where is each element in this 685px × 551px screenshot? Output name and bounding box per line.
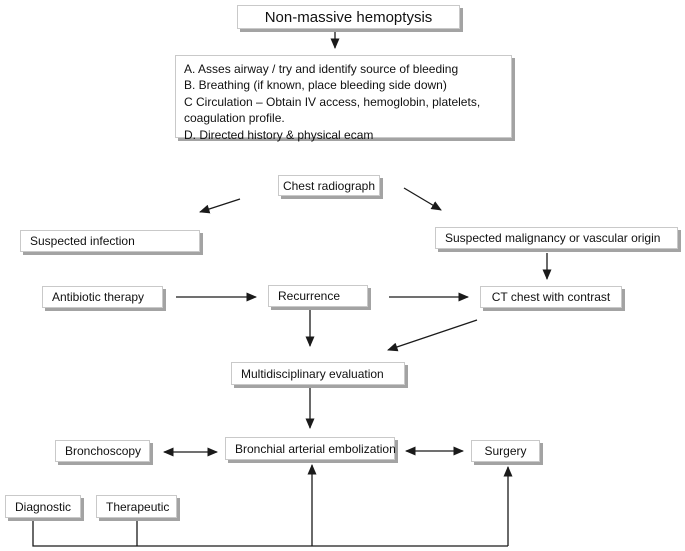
arrow-ct-to-multidisciplinary xyxy=(387,319,478,352)
node-initial-assessment: A. Asses airway / try and identify sourc… xyxy=(175,55,512,142)
assessment-line-d: D. Directed history & physical ecam xyxy=(184,127,374,142)
node-surgery: Surgery xyxy=(471,440,540,462)
node-multidisciplinary-evaluation: Multidisciplinary evaluation xyxy=(231,362,405,385)
node-title: Non-massive hemoptysis xyxy=(237,5,460,29)
node-suspected-infection: Suspected infection xyxy=(20,230,200,252)
node-ct-chest: CT chest with contrast xyxy=(480,286,622,308)
arrow-radiograph-to-malignancy xyxy=(403,187,442,211)
node-bronchoscopy: Bronchoscopy xyxy=(55,440,150,462)
node-recurrence: Recurrence xyxy=(268,285,368,307)
arrow-radiograph-to-infection xyxy=(199,198,241,214)
node-antibiotic-therapy: Antibiotic therapy xyxy=(42,286,163,308)
node-therapeutic: Therapeutic xyxy=(96,495,177,518)
assessment-line-c2: coagulation profile. xyxy=(184,111,285,126)
node-suspected-malignancy: Suspected malignancy or vascular origin xyxy=(435,227,678,249)
connector-diagnostic-bus xyxy=(32,520,508,547)
node-chest-radiograph: Chest radiograph xyxy=(278,175,380,196)
node-bronchial-arterial-embolization: Bronchial arterial embolization xyxy=(225,437,396,460)
node-diagnostic: Diagnostic xyxy=(5,495,81,518)
assessment-line-c: C Circulation – Obtain IV access, hemogl… xyxy=(184,94,481,109)
assessment-line-a: A. Asses airway / try and identify sourc… xyxy=(184,62,459,76)
assessment-line-b: B. Breathing (if known, place bleeding s… xyxy=(184,78,447,93)
